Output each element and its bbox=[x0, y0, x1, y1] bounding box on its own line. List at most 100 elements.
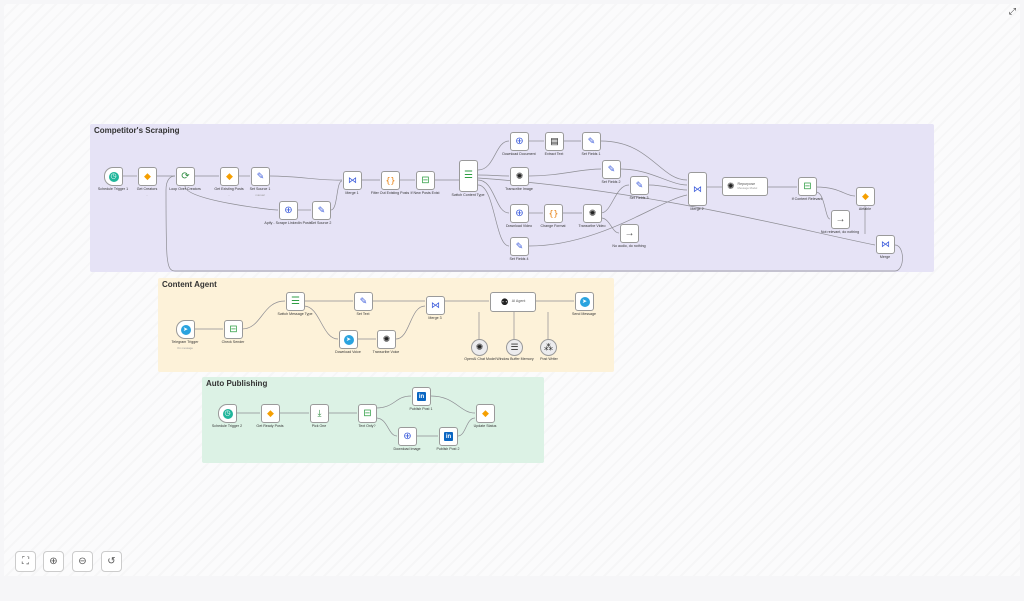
node-label: Apify - Scrape LinkedIn Posts bbox=[264, 221, 312, 225]
airtable-icon: ◆ bbox=[862, 191, 869, 201]
zoom-to-fit-button[interactable]: ⛶ bbox=[15, 551, 36, 572]
download-image-node[interactable]: ⊕ bbox=[398, 427, 417, 446]
publish-post-2-node[interactable]: in bbox=[439, 427, 458, 446]
merge-3-node[interactable]: ⋈ bbox=[426, 296, 445, 315]
robot-icon: ⚉ bbox=[500, 296, 509, 307]
if-icon: ⊟ bbox=[803, 180, 812, 192]
schedule-trigger-2-node[interactable]: ◷ bbox=[218, 404, 237, 423]
airtable-node[interactable]: ◆ bbox=[856, 187, 875, 206]
sticky-title: Competitor's Scraping bbox=[94, 126, 180, 135]
globe-icon: ⊕ bbox=[284, 204, 293, 216]
database-icon: ☰ bbox=[510, 342, 519, 352]
pick-one-node[interactable]: ⤓ bbox=[310, 404, 329, 423]
openai-icon: ✺ bbox=[588, 208, 597, 218]
openai-icon: ✺ bbox=[727, 181, 735, 191]
zoom-out-button[interactable]: ⊖ bbox=[72, 551, 93, 572]
repurpose-label: Repurpose bbox=[737, 181, 756, 186]
update-status-node[interactable]: ◆ bbox=[476, 404, 495, 423]
switch-icon: ☰ bbox=[464, 170, 473, 181]
get-ready-posts-node[interactable]: ◆ bbox=[261, 404, 280, 423]
not-relevant-node[interactable]: → bbox=[831, 210, 850, 229]
merge-icon: ⋈ bbox=[693, 183, 702, 194]
set-fields-3-node[interactable]: ✎ bbox=[630, 176, 649, 195]
set-source-1-node[interactable]: ✎ bbox=[251, 167, 270, 186]
node-label: Not relevant, do nothing bbox=[820, 230, 860, 234]
openai-chat-model-node[interactable]: ✺ bbox=[471, 339, 488, 356]
text-only-node[interactable]: ⊟ bbox=[358, 404, 377, 423]
fullscreen-icon[interactable]: ⤢ bbox=[1008, 6, 1016, 16]
set-fields-4-node[interactable]: ✎ bbox=[510, 237, 529, 256]
node-label: Set Fields 2 bbox=[601, 180, 621, 184]
openai-icon: ✺ bbox=[382, 334, 391, 344]
schedule-trigger-1-node[interactable]: ◷ bbox=[104, 167, 123, 186]
set-fields-1-node[interactable]: ✎ bbox=[582, 132, 601, 151]
download-video-node[interactable]: ⊕ bbox=[510, 204, 529, 223]
publish-post-1-node[interactable]: in bbox=[412, 387, 431, 406]
clock-icon: ◷ bbox=[222, 408, 233, 419]
post-writer-node[interactable]: ⁂ bbox=[540, 339, 557, 356]
filter-existing-posts-node[interactable]: {} bbox=[381, 171, 400, 190]
repurpose-node[interactable]: ✺ Repurpose Message Model bbox=[722, 177, 768, 196]
transcribe-image-node[interactable]: ✺ bbox=[510, 167, 529, 186]
node-label: Merge 2 bbox=[690, 207, 704, 211]
node-label: Send Message bbox=[572, 312, 596, 316]
pencil-icon: ✎ bbox=[635, 180, 644, 190]
set-source-2-node[interactable]: ✎ bbox=[312, 201, 331, 220]
ai-agent-node[interactable]: ⚉ AI Agent bbox=[490, 292, 536, 312]
node-label: Schedule Trigger 2 bbox=[211, 424, 243, 428]
arrow-right-icon: → bbox=[624, 227, 635, 239]
check-sender-node[interactable]: ⊟ bbox=[224, 320, 243, 339]
airtable-icon: ◆ bbox=[226, 171, 233, 181]
download-voice-node[interactable]: ➤ bbox=[339, 330, 358, 349]
loop-over-creators-node[interactable]: ⟳ bbox=[176, 167, 195, 186]
if-icon: ⊟ bbox=[229, 323, 238, 335]
merge-2-node[interactable]: ⋈ bbox=[688, 172, 707, 206]
transcribe-video-node[interactable]: ✺ bbox=[583, 204, 602, 223]
openai-icon: ✺ bbox=[515, 171, 524, 181]
get-creators-node[interactable]: ◆ bbox=[138, 167, 157, 186]
repurpose-subtitle: Message Model bbox=[737, 185, 758, 190]
node-label: Set Text bbox=[356, 312, 370, 316]
node-label: Merge 1 bbox=[345, 191, 359, 195]
merge-node[interactable]: ⋈ bbox=[876, 235, 895, 254]
if-content-relevant-node[interactable]: ⊟ bbox=[798, 177, 817, 196]
node-label: Loop Over Creators bbox=[169, 187, 201, 191]
node-label: Merge bbox=[879, 255, 891, 259]
reset-zoom-button[interactable]: ↺ bbox=[101, 551, 122, 572]
node-label: Transcribe Video bbox=[578, 224, 606, 228]
set-text-node[interactable]: ✎ bbox=[354, 292, 373, 311]
node-label: Extract Text bbox=[544, 152, 564, 156]
apify-scrape-node[interactable]: ⊕ bbox=[279, 201, 298, 220]
pencil-icon: ✎ bbox=[317, 205, 326, 215]
linkedin-icon: in bbox=[417, 392, 426, 401]
pencil-icon: ✎ bbox=[359, 296, 368, 306]
switch-message-type-node[interactable]: ☰ bbox=[286, 292, 305, 311]
get-existing-posts-node[interactable]: ◆ bbox=[220, 167, 239, 186]
download-document-node[interactable]: ⊕ bbox=[510, 132, 529, 151]
merge-1-node[interactable]: ⋈ bbox=[343, 171, 362, 190]
no-audio-node[interactable]: → bbox=[620, 224, 639, 243]
switch-content-type-node[interactable]: ☰ bbox=[459, 160, 478, 192]
send-message-node[interactable]: ➤ bbox=[575, 292, 594, 311]
node-label: Window Buffer Memory bbox=[496, 357, 534, 361]
fit-icon: ⛶ bbox=[22, 556, 29, 567]
zoom-in-button[interactable]: ⊕ bbox=[43, 551, 64, 572]
node-label: Pick One bbox=[311, 424, 327, 428]
node-label: Switch Content Type bbox=[451, 193, 485, 197]
node-label: Download Video bbox=[505, 224, 533, 228]
change-format-node[interactable]: {} bbox=[544, 204, 563, 223]
if-new-posts-exist-node[interactable]: ⊟ bbox=[416, 171, 435, 190]
node-subtitle: On message bbox=[177, 346, 193, 350]
transcribe-voice-node[interactable]: ✺ bbox=[377, 330, 396, 349]
extract-text-node[interactable]: ▤ bbox=[545, 132, 564, 151]
node-label: Set Fields 4 bbox=[509, 257, 529, 261]
set-fields-2-node[interactable]: ✎ bbox=[602, 160, 621, 179]
sticky-title: Auto Publishing bbox=[206, 379, 268, 388]
airtable-icon: ◆ bbox=[482, 408, 489, 418]
node-label: OpenAI Chat Model bbox=[464, 357, 496, 361]
telegram-icon: ➤ bbox=[343, 334, 354, 345]
window-buffer-memory-node[interactable]: ☰ bbox=[506, 339, 523, 356]
node-subtitle: ... bbox=[227, 193, 231, 197]
node-label: Filter Out Existing Posts bbox=[370, 191, 410, 195]
telegram-trigger-node[interactable]: ➤ bbox=[176, 320, 195, 339]
